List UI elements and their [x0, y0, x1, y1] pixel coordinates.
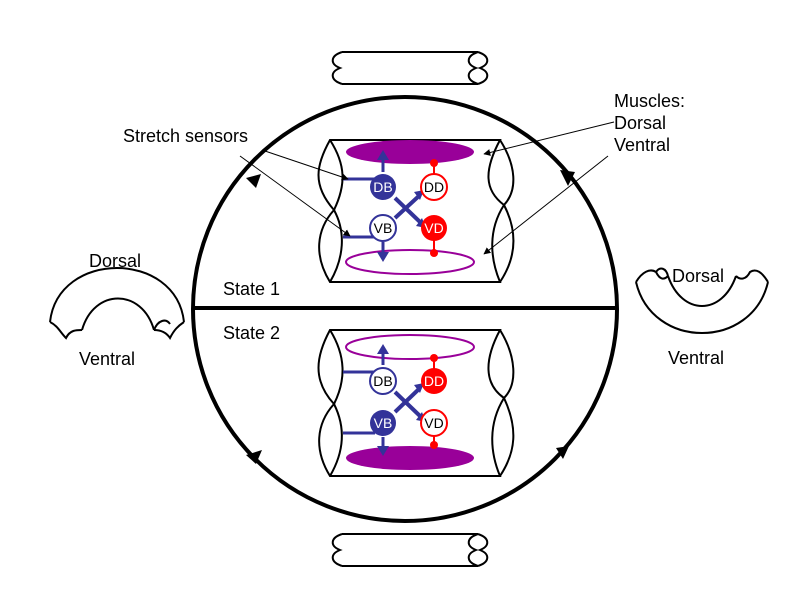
ventral-muscle-state1 — [345, 249, 475, 275]
neuron-db-label-state1: DB — [373, 179, 392, 195]
worm-bent-dorsal — [49, 267, 185, 340]
neuron-vb-label-state2: VB — [374, 415, 393, 431]
right-dorsal-label: Dorsal — [672, 266, 724, 286]
cycle-arrow-top-left — [246, 174, 261, 188]
neuron-dd-label-state2: DD — [424, 373, 444, 389]
muscles-ventral-label: Ventral — [614, 135, 670, 155]
left-dorsal-label: Dorsal — [89, 251, 141, 271]
worm-segment-bottom — [331, 533, 489, 567]
neuron-vd-label-state2: VD — [424, 415, 443, 431]
neuron-vb-state1 — [369, 214, 397, 242]
cycle-arrow-bottom-right — [556, 446, 569, 459]
worm-segment-top — [331, 51, 489, 85]
cycle-arrow-top-right — [560, 170, 575, 186]
worm-bent-ventral — [635, 267, 769, 334]
neuron-db-label-state2: DB — [373, 373, 392, 389]
pointer-muscle-ventral — [483, 155, 609, 255]
state1-label: State 1 — [223, 279, 280, 299]
neuron-vd-state2 — [420, 409, 448, 437]
neuron-vb-label-state1: VB — [374, 220, 393, 236]
left-ventral-label: Ventral — [79, 349, 135, 369]
pointer-stretch-sensor-top — [261, 149, 349, 181]
neuron-vb-state2 — [370, 410, 396, 436]
neuron-db-state1 — [370, 174, 396, 200]
body-section-state1 — [317, 139, 515, 283]
circuit-state1 — [343, 150, 438, 262]
neuron-db-state2 — [369, 367, 397, 395]
body-section-state2 — [317, 329, 515, 477]
dorsal-muscle-state1 — [346, 140, 474, 164]
stretch-sensors-label: Stretch sensors — [123, 126, 248, 146]
circuit-state2 — [343, 344, 438, 456]
muscles-label: Muscles: — [614, 91, 685, 111]
pointer-muscle-dorsal — [483, 121, 615, 156]
neuron-dd-state2 — [421, 368, 447, 394]
muscles-dorsal-label: Dorsal — [614, 113, 666, 133]
ventral-muscle-state2 — [346, 446, 474, 470]
state2-label: State 2 — [223, 323, 280, 343]
neuron-dd-state1 — [420, 173, 448, 201]
neuron-vd-label-state1: VD — [424, 220, 443, 236]
dorsal-muscle-state2 — [345, 334, 475, 360]
pointer-stretch-sensor-bottom — [239, 155, 351, 237]
neuron-dd-label-state1: DD — [424, 179, 444, 195]
right-ventral-label: Ventral — [668, 348, 724, 368]
neuron-vd-state1 — [421, 215, 447, 241]
cycle-arrow-bottom-left — [246, 450, 262, 464]
